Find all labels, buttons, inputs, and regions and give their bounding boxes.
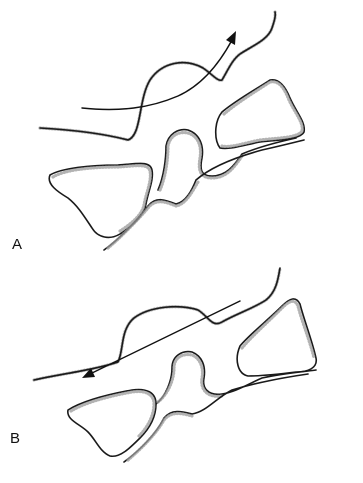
- panel-b-label: B: [10, 430, 20, 447]
- panel-b: B: [10, 268, 316, 462]
- panel-a-left-block: [49, 163, 152, 237]
- panel-a-label: A: [12, 236, 22, 253]
- panel-b-arrow-line: [90, 301, 240, 374]
- panel-a: A: [12, 12, 304, 253]
- panel-b-central-hook-stipple: [158, 355, 222, 402]
